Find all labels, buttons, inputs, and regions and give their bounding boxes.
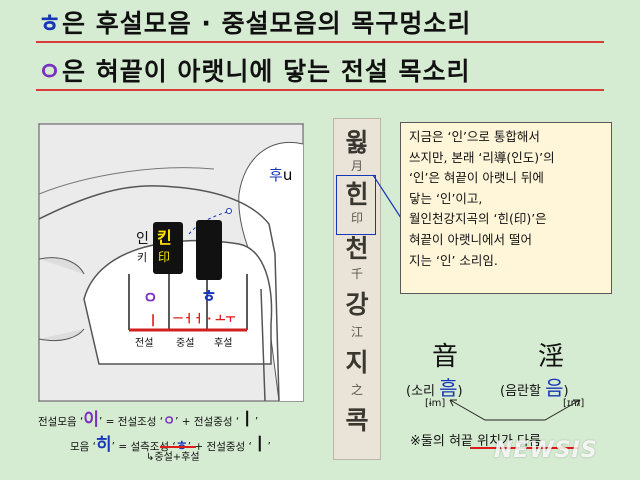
strip-char-4: 천 xyxy=(345,234,369,263)
left-hangul: 흠 xyxy=(439,376,458,400)
row1-close: ’ xyxy=(254,416,259,428)
title-underline-1 xyxy=(36,41,604,43)
back-tongue-block xyxy=(196,220,222,280)
annotation-hu: 후u xyxy=(269,164,292,185)
note-line-6: 지는 ‘인’ 소리임. xyxy=(409,252,498,268)
column-label-front: 전설 xyxy=(135,338,154,349)
diagram-label-in: 인 xyxy=(136,231,149,247)
row1-vowel: 이 xyxy=(83,410,99,430)
mouth-diagram: 인 킨 키 印 후u ㅇ ㅎ ㅣ ㅡㅓㅓ · ㅗㅜ 전설 중설 후설 xyxy=(38,123,304,402)
right-hangul: 음 xyxy=(545,376,564,400)
strip-char-8: 지 xyxy=(345,348,369,377)
note-line-2: ‘인’은 혀끝이 아랫니 뒤에 xyxy=(409,170,544,186)
strip-char-6: 강 xyxy=(345,290,369,319)
marker-front-bottom: ㅣ xyxy=(147,314,159,329)
strip-char-1: 月 xyxy=(350,159,363,173)
strip-highlight-box xyxy=(336,175,376,235)
front-tongue-block xyxy=(153,222,183,274)
marker-front-top: ㅇ xyxy=(143,288,158,307)
row2-close: ’ xyxy=(267,441,271,453)
strip-char-2: 힌 xyxy=(345,180,369,209)
hanja-left-reading: (소리 흠) xyxy=(406,372,463,401)
right-paren-close: ) xyxy=(563,384,569,399)
title-underline-2 xyxy=(36,89,604,91)
annotation-u: u xyxy=(282,166,293,184)
strip-char-7: 江 xyxy=(350,325,363,339)
newsis-watermark: NEWSIS xyxy=(494,438,598,463)
strip-char-3: 印 xyxy=(350,211,363,225)
right-paren-open: (음란할 xyxy=(500,384,541,399)
hanja-right-reading: (음란할 음) xyxy=(500,372,569,401)
explanation-note: 지금은 ‘인’으로 통합해서 쓰지만, 본래 ‘리導(인도)’의 ‘인’은 혀끝… xyxy=(400,122,612,294)
hanja-right: 淫 xyxy=(538,342,565,372)
title-line-1: ㅎ은 후설모음 · 중설모음의 목구멍소리 xyxy=(38,4,471,40)
row1-pre: 전설모음 ‘ xyxy=(38,416,84,428)
hanja-left: 音 xyxy=(432,342,459,372)
row1-end: ㅣ xyxy=(239,410,255,430)
row1-mid: ’ = 전설조성 ‘ xyxy=(98,416,164,428)
hanja-difference-note: ※둘의 혀끝 위치가 다름 xyxy=(410,434,541,449)
strip-char-9: 之 xyxy=(350,383,363,397)
marker-back-bottom: ㅡㅓㅓ · ㅗㅜ xyxy=(173,312,236,325)
row2-mid: ’ = 설측조성 ‘ xyxy=(111,441,176,453)
strip-char-10: 콕 xyxy=(345,406,369,435)
sub-note-text: 중설+후설 xyxy=(154,452,200,463)
row1-cons: ㅇ xyxy=(163,414,176,429)
left-paren-open: (소리 xyxy=(406,384,435,399)
formula-row-1: 전설모음 ‘이’ = 전설조성 ‘ㅇ’ + 전설중성 ‘ㅣ’ xyxy=(38,405,258,430)
note-line-5: 혀끝이 아랫니에서 떨어 xyxy=(409,231,532,247)
note-underline xyxy=(470,447,578,449)
note-line-4: 월인천강지곡의 ‘힌(印)’은 xyxy=(409,211,547,227)
title-glyph-hieut: ㅎ xyxy=(38,9,63,38)
column-label-mid: 중설 xyxy=(176,338,195,349)
row1-tail: ’ + 전설중성 ‘ xyxy=(175,416,240,428)
row2-vowel: 히 xyxy=(96,435,112,455)
row2-tail: ’ + 전설중성 ‘ xyxy=(187,441,252,453)
strip-char-5: 千 xyxy=(350,267,363,281)
manuscript-strip: 윓 月 힌 印 천 千 강 江 지 之 콕 xyxy=(333,118,381,460)
diagram-keyed-in: 킨 xyxy=(157,228,172,247)
left-paren-close: ) xyxy=(457,384,463,399)
column-label-back: 후설 xyxy=(214,338,233,349)
marker-back-top: ㅎ xyxy=(201,287,217,307)
return-arrow-icon: ↳ xyxy=(146,452,155,463)
title-glyph-ieung: ㅇ xyxy=(38,57,63,86)
ipa-left: [ɨm] xyxy=(425,398,446,409)
formula-row-2: 모음 ‘히’ = 설측조성 ‘ㅎ’ + 전설중성 ‘ㅣ’ xyxy=(70,430,271,455)
title-line-2: ㅇ은 혀끝이 아랫니에 닿는 전설 목소리 xyxy=(38,52,471,88)
title-line-1-text: 은 후설모음 · 중설모음의 목구멍소리 xyxy=(62,9,472,38)
row2-pre: 모음 ‘ xyxy=(70,441,96,453)
diagram-keyed-ri: 印 xyxy=(158,250,171,264)
annotation-hu-glyph: 후 xyxy=(269,166,283,184)
ipa-right: [ɪm] xyxy=(563,398,585,409)
note-line-0: 지금은 ‘인’으로 통합해서 xyxy=(409,129,540,144)
diagram-label-ri: 키 xyxy=(137,251,148,264)
formula-sub-note: ↳중설+후설 xyxy=(146,448,200,463)
note-line-3: 닿는 ‘인’이고, xyxy=(409,190,483,206)
strip-char-0: 윓 xyxy=(345,128,369,157)
row2-end: ㅣ xyxy=(251,435,268,455)
note-line-1: 쓰지만, 본래 ‘리導(인도)’의 xyxy=(409,149,555,165)
title-line-2-text: 은 혀끝이 아랫니에 닿는 전설 목소리 xyxy=(62,57,471,86)
formula-underline xyxy=(160,446,196,448)
